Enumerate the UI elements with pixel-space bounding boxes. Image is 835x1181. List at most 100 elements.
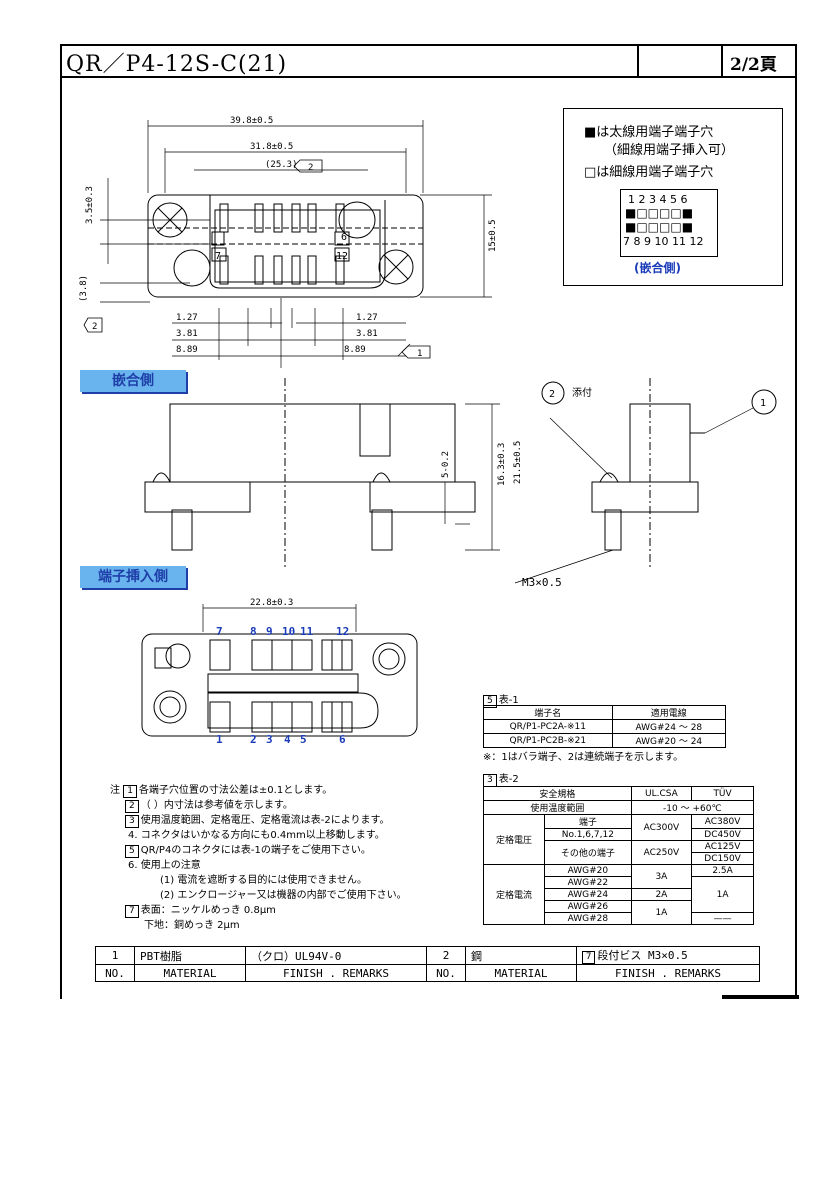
title-divider xyxy=(637,44,639,78)
note-4: 4. コネクタはいかなる方向にも0.4mm以上移動します。 xyxy=(128,830,385,841)
table-header: 安全規格 xyxy=(483,786,632,801)
dim-flange: 5-0.2 xyxy=(441,451,451,478)
note-3: 使用温度範囲、定格電圧、定格電流は表-2によります。 xyxy=(140,815,390,826)
table-cell: PBT樹脂 xyxy=(134,946,246,965)
note-6-2: (2) エンクロージャー又は機器の内部でご使用下さい。 xyxy=(160,890,407,901)
pin-label: 4 xyxy=(284,733,291,746)
table-header: FINISH . REMARKS xyxy=(576,964,760,982)
note-triangle xyxy=(293,159,323,173)
table-cell: —— xyxy=(691,912,754,925)
pin-label: 2 xyxy=(250,733,257,746)
pin-number: 6 xyxy=(341,232,347,243)
table2-title: 表-2 xyxy=(498,774,519,785)
pin-row-top: ■□□□□■ xyxy=(625,206,694,220)
dim-pitch-3: 3.81 xyxy=(176,329,198,339)
top-view xyxy=(147,194,424,298)
note-badge: 5 xyxy=(125,845,139,858)
table-cell: DC150V xyxy=(691,852,754,865)
dim-pitch-8: 8.89 xyxy=(176,345,198,355)
pin-label: 8 xyxy=(250,625,257,638)
pin-label: 11 xyxy=(300,625,314,638)
dim-height: 15±0.5 xyxy=(488,219,498,252)
note-2: （ ）内寸法は参考値を示します。 xyxy=(140,800,293,811)
table-cell: -10 ～ +60℃ xyxy=(630,800,755,815)
table-cell: 使用温度範囲 xyxy=(483,800,632,815)
dim-ref-height: (3.8) xyxy=(79,275,89,302)
table-cell: AWG#24 xyxy=(544,888,632,901)
title-block: QR／P4-12S-C(21) 2/2頁 xyxy=(60,44,797,78)
table-cell: AWG#24 ～ 28 xyxy=(611,719,727,734)
section-label-insertion: 端子挿入側 xyxy=(80,566,186,588)
table-cell: DC450V xyxy=(691,828,754,841)
table-cell: AC300V xyxy=(630,814,693,841)
table-cell: QR/P1-PC2B-※21 xyxy=(483,733,613,748)
pin-label: 6 xyxy=(339,733,346,746)
note-triangle-label: 1 xyxy=(417,349,422,359)
note-1: 各端子穴位置の寸法公差は±0.1とします。 xyxy=(138,785,333,796)
pin-label: 9 xyxy=(266,625,273,638)
note-7-surface: 表面：ニッケルめっき 0.8μm xyxy=(140,905,276,916)
note-badge: 2 xyxy=(125,800,139,813)
dim-hole-offset: 3.5±0.3 xyxy=(85,186,95,224)
pin-row-bottom: ■□□□□■ xyxy=(625,220,694,234)
table1-note: ※：1はバラ端子、2は連続端子を示します。 xyxy=(483,752,684,763)
table-cell: QR/P1-PC2A-※11 xyxy=(483,719,613,734)
note-7-base: 下地：銅めっき 2μm xyxy=(144,920,240,931)
table-cell: 1 xyxy=(95,946,135,965)
table-cell: AWG#20 xyxy=(544,864,632,877)
dim-pitch-3: 3.81 xyxy=(356,329,378,339)
note-triangle-label: 2 xyxy=(308,163,313,173)
pin-numbers-bottom: 7 8 9 10 11 12 xyxy=(623,235,704,248)
table-header: 適用電線 xyxy=(611,705,727,720)
table-header: NO. xyxy=(426,964,466,982)
table-cell: 鋼 xyxy=(465,946,577,965)
drawing-frame xyxy=(60,44,797,999)
table-header: TÜV xyxy=(691,786,754,801)
pin-numbers-top: 1 2 3 4 5 6 xyxy=(628,193,688,206)
dim-overall-width: 39.8±0.5 xyxy=(230,116,273,126)
balloon-number: 2 xyxy=(549,389,555,400)
attach-label: 添付 xyxy=(572,386,592,399)
dim-pitch-8: 8.89 xyxy=(344,345,366,355)
table-header: MATERIAL xyxy=(465,964,577,982)
table-cell: 3A xyxy=(630,864,693,889)
drawing-title: QR／P4-12S-C(21) xyxy=(66,52,288,77)
table-cell: その他の端子 xyxy=(544,840,632,865)
pin-label: 5 xyxy=(300,733,307,746)
pin-label: 3 xyxy=(266,733,273,746)
pin-labels: 7 8 9 10 11 12 1 2 3 4 5 6 xyxy=(216,625,349,746)
note-6-1: (1) 電流を遮断する目的には使用できません。 xyxy=(160,875,368,886)
balloon-part-2 xyxy=(541,381,565,405)
table-header: NO. xyxy=(95,964,135,982)
table-cell: No.1,6,7,12 xyxy=(544,828,632,841)
table-row: NO. MATERIAL FINISH . REMARKS NO. MATERI… xyxy=(95,964,760,982)
end-view xyxy=(514,378,754,584)
note-badge: 7 xyxy=(125,905,139,918)
note-triangle xyxy=(83,317,103,333)
dim-ref-width: (25.3) xyxy=(265,160,298,170)
pin-map: 1 2 3 4 5 6 ■□□□□■ ■□□□□■ 7 8 9 10 11 12 xyxy=(620,189,718,257)
table-cell: 1A xyxy=(630,900,693,925)
pin-label: 7 xyxy=(216,625,223,638)
table-cell: 定格電圧 xyxy=(482,814,546,865)
side-view xyxy=(144,378,500,568)
insertion-view xyxy=(141,604,418,737)
table-cell: AC125V xyxy=(691,840,754,853)
table1-title: 表-1 xyxy=(498,695,519,706)
dim-pitch-1: 1.27 xyxy=(176,313,198,323)
table-cell: AWG#22 xyxy=(544,876,632,889)
table-header: FINISH . REMARKS xyxy=(245,964,427,982)
top-view-dimensions xyxy=(100,120,492,368)
table-header: UL.CSA xyxy=(630,786,693,801)
table-cell: 1A xyxy=(691,876,754,913)
pin-label: 1 xyxy=(216,733,223,746)
notes-prefix: 注 xyxy=(110,785,120,796)
technical-drawing: 39.8±0.5 31.8±0.5 (25.3) 2 3.5±0.3 (3.8)… xyxy=(79,116,777,746)
table-cell: 2.5A xyxy=(691,864,754,877)
